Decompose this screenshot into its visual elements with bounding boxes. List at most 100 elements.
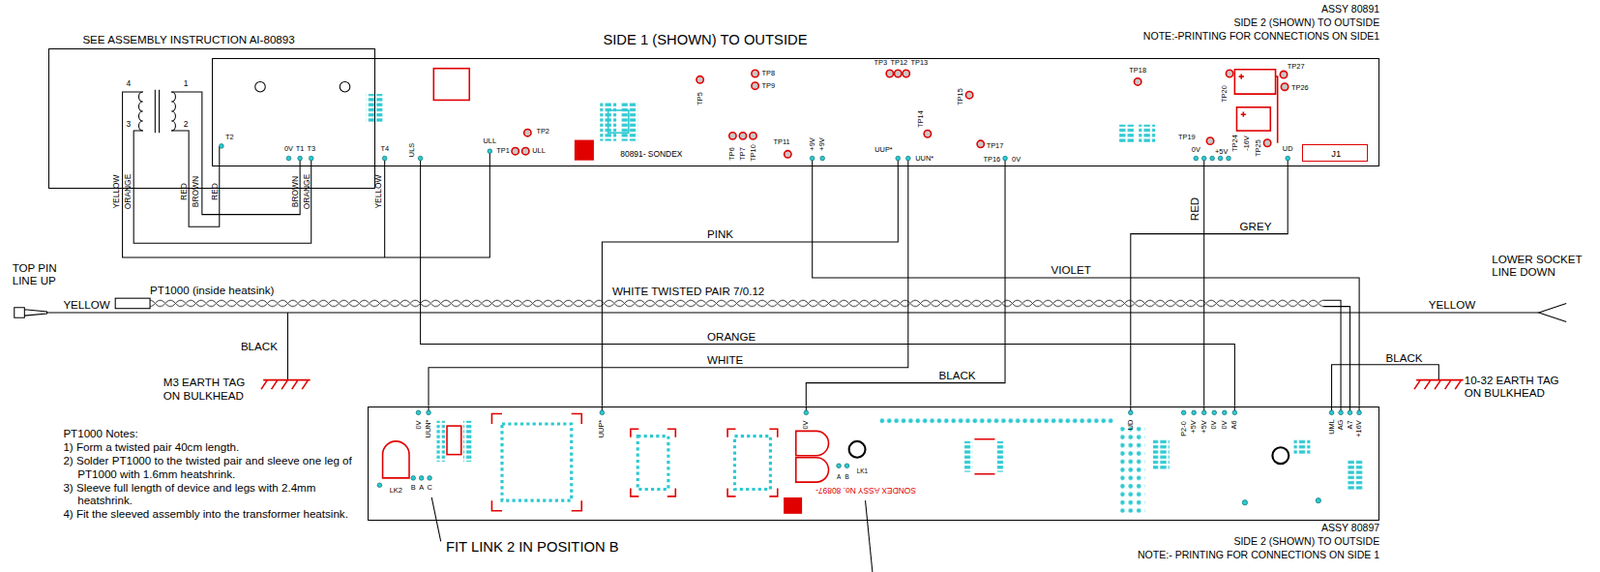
pin-label: TP2 xyxy=(535,127,550,136)
pin-label: T1 xyxy=(296,145,305,153)
pin-label: AG xyxy=(1336,418,1344,430)
pin-label: TP6 xyxy=(729,148,737,162)
pin-label: BLACK xyxy=(240,339,278,353)
pin-label: T3 xyxy=(306,145,316,153)
node-label: 80891- SONDEX xyxy=(620,149,682,160)
pin-label: 2 xyxy=(183,119,189,130)
pin-label: WHITE TWISTED PAIR 7/0.12 xyxy=(612,284,765,297)
pin-label: M3 EARTH TAG ON BULKHEAD xyxy=(163,375,261,402)
wire-colour-label: VIOLET xyxy=(1051,263,1092,276)
pin-label: +9V xyxy=(808,137,816,150)
wire-colour-label: PINK xyxy=(707,227,734,240)
pin-label: BLACK xyxy=(1386,351,1423,364)
pin-label: TP19 xyxy=(1178,133,1196,142)
node-label: SEE ASSEMBLY INSTRUCTION AI-80893 xyxy=(82,32,295,46)
pin-label: B xyxy=(844,473,849,480)
pin-label: RED xyxy=(209,182,218,201)
pin-label: YELLOW xyxy=(62,297,110,311)
wire xyxy=(601,166,898,407)
pin-label: TP7 xyxy=(739,148,746,162)
note-text: PT1000 Notes: xyxy=(62,426,355,441)
pin-label: +5V xyxy=(1190,419,1198,433)
pin-label: YELLOW xyxy=(112,175,120,209)
pin-label: TP18 xyxy=(1128,66,1147,75)
pin-label: TP3 xyxy=(874,59,889,67)
pin-label: UUN* xyxy=(424,419,432,439)
pin-label: BROWN xyxy=(291,176,299,208)
node-label: J1 xyxy=(1331,148,1341,159)
pin-label: 4 xyxy=(126,79,132,89)
pin-label: T4 xyxy=(380,145,389,153)
pin-label: +5V xyxy=(1214,148,1228,156)
notes-block: PT1000 Notes:1) Form a twisted pair 40cm… xyxy=(62,426,355,521)
pin-label: LK2 xyxy=(389,486,403,495)
wire xyxy=(1130,166,1288,407)
pin-label: TP13 xyxy=(911,59,929,67)
pin-label: +5V xyxy=(1200,419,1208,433)
pin-label: BROWN xyxy=(191,176,200,208)
note-text: 2) Solder PT1000 to the twisted pair and… xyxy=(62,453,355,481)
pin-label: ULS xyxy=(409,143,416,157)
pin-label: ULL xyxy=(532,147,546,155)
pin-label: TP12 xyxy=(889,59,908,67)
pin-label: TP10 xyxy=(749,144,757,162)
pin-label: T2 xyxy=(225,133,235,142)
pin-label: 10-32 EARTH TAG ON BULKHEAD xyxy=(1464,373,1572,400)
pin-label: ULL xyxy=(483,136,498,145)
pin-label: +16V xyxy=(1355,419,1363,437)
wire xyxy=(420,166,1236,407)
pin-label: 0V xyxy=(1011,154,1021,163)
pin-label: P2-0 xyxy=(1180,420,1187,437)
pin-label: TOP PIN LINE UP xyxy=(12,261,72,288)
pin-label: TP8 xyxy=(762,69,776,78)
pin-label: A xyxy=(836,473,841,480)
wire-colour-label: GREY xyxy=(1240,219,1273,233)
pin-label: SIDE 2 (SHOWN) TO OUTSIDE xyxy=(1233,16,1380,29)
pin-label: LK1 xyxy=(857,468,868,475)
pin-label: TP9 xyxy=(762,81,776,89)
pin-label: ASSY 80891 xyxy=(1321,2,1380,15)
pin-label: A xyxy=(418,483,424,492)
pin-label: UML xyxy=(1328,418,1335,435)
wire-colour-label: ORANGE xyxy=(707,329,756,343)
pin-label: TP24 xyxy=(1232,134,1240,152)
pin-label: TP27 xyxy=(1287,61,1305,70)
pin-label: 0V xyxy=(284,145,294,153)
pin-label: 0V xyxy=(802,419,810,429)
note-text: 4) Fit the sleeved assembly into the tra… xyxy=(62,506,355,521)
pin-label: ORANGE xyxy=(123,174,132,210)
pin-label: TP5 xyxy=(696,92,704,107)
pin-label: UUP* xyxy=(874,146,892,154)
pin-label: 1 xyxy=(183,79,189,89)
wire xyxy=(805,166,1006,407)
pin-label: YELLOW xyxy=(1428,297,1476,311)
pin-label: -16V xyxy=(1243,135,1250,151)
pin-label: TP16 xyxy=(982,154,1001,163)
wire xyxy=(812,166,1360,407)
pin-label: NOTE:- PRINTING FOR CONNECTIONS ON SIDE … xyxy=(1137,548,1380,561)
connector-outline: J1 xyxy=(1302,144,1369,162)
pin-label: UUN* xyxy=(915,153,934,162)
pin-label: B xyxy=(411,483,416,492)
note-text: 1) Form a twisted pair 40cm length. xyxy=(62,440,355,454)
pin-label: LOWER SOCKET LINE DOWN xyxy=(1491,252,1592,279)
pin-label: 0V xyxy=(414,419,422,429)
pin-label: UD xyxy=(1282,145,1294,153)
pin-label: TP15 xyxy=(956,88,964,106)
pin-label: A7 xyxy=(1346,419,1354,429)
pin-label: YELLOW xyxy=(374,175,383,209)
pin-label: 0V xyxy=(1220,419,1228,429)
pin-label: TP1 xyxy=(496,147,510,155)
node-label: SIDE 1 (SHOWN) TO OUTSIDE xyxy=(602,31,807,49)
pin-label: TP20 xyxy=(1220,85,1228,103)
pin-label: TP14 xyxy=(917,111,924,129)
pin-label: RED xyxy=(179,182,188,201)
wire-colour-label: RED xyxy=(1188,197,1201,221)
pin-label: ORANGE xyxy=(301,174,310,210)
wire-colour-label: BLACK xyxy=(939,368,977,382)
wire xyxy=(1203,166,1205,407)
pin-label: FIT LINK 2 IN POSITION B xyxy=(445,538,620,556)
pin-label: 3 xyxy=(126,119,132,130)
